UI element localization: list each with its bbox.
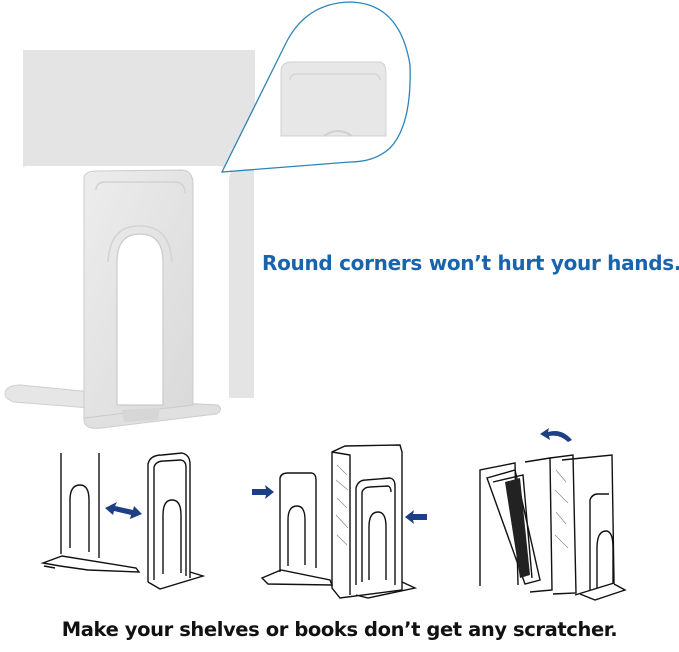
illustration-books-tilt xyxy=(479,428,627,601)
double-horizontal-arrow-icon xyxy=(105,502,142,519)
caption-no-scratch: Make your shelves or books don’t get any… xyxy=(61,618,618,641)
illustration-squeeze xyxy=(252,444,427,599)
illustration-adjustable xyxy=(40,452,206,590)
arrow-right-icon xyxy=(252,485,274,499)
backdrop-column xyxy=(229,160,254,398)
backdrop-panel xyxy=(23,50,255,168)
arrow-left-icon xyxy=(405,510,427,524)
headline-round-corners: Round corners won’t hurt your hands. xyxy=(262,251,679,275)
curved-left-arrow-icon xyxy=(540,428,572,442)
bookend-image xyxy=(4,169,222,429)
zoom-callout xyxy=(220,1,411,173)
